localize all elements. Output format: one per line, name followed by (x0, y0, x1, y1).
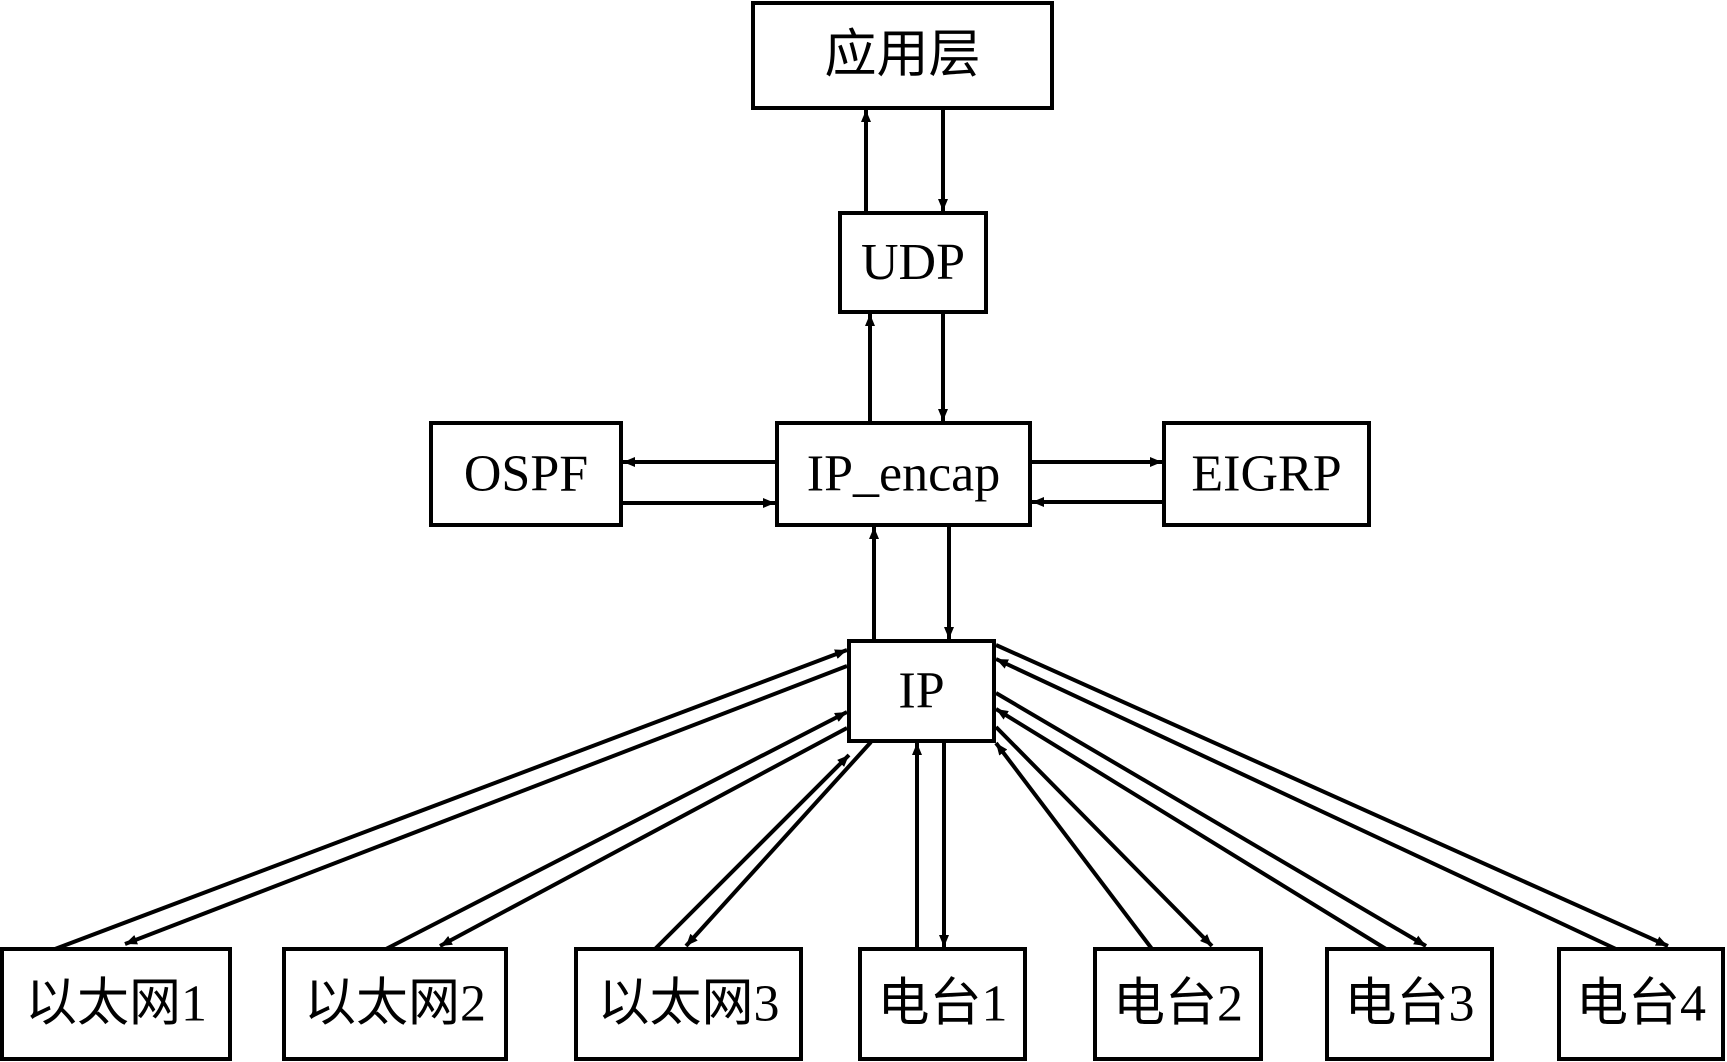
node-encap-label: IP_encap (807, 446, 1000, 503)
node-eigrp-box (1162, 421, 1371, 527)
node-radio2[interactable]: 电台2 (1093, 947, 1263, 1061)
node-radio1[interactable]: 电台1 (858, 947, 1027, 1061)
node-ospf[interactable]: OSPF (429, 421, 623, 527)
node-eth2[interactable]: 以太网2 (282, 947, 508, 1061)
node-ospf-box (429, 421, 623, 527)
edge-ip-to-radio3 (994, 691, 1428, 948)
edges (54, 110, 1669, 951)
node-radio4[interactable]: 电台4 (1557, 947, 1725, 1061)
edge-radio4-to-ip (995, 657, 1617, 951)
node-app[interactable]: 应用层 (751, 1, 1054, 110)
edge-radio3-to-ip (994, 707, 1388, 951)
node-eth1-box (0, 947, 232, 1061)
node-radio2-label: 电台2 (1113, 976, 1243, 1033)
node-encap-box (775, 421, 1032, 527)
edge-ip-to-radio2 (994, 725, 1214, 948)
node-encap[interactable]: IP_encap (775, 421, 1032, 527)
node-eth3-box (574, 947, 803, 1061)
node-ip-box (847, 639, 996, 743)
node-udp-box (838, 211, 988, 314)
node-eth1[interactable]: 以太网1 (0, 947, 232, 1061)
node-eigrp-label: EIGRP (1191, 446, 1341, 503)
node-eth2-label: 以太网2 (304, 976, 486, 1033)
node-udp-label: UDP (861, 234, 965, 291)
node-radio4-box (1557, 947, 1725, 1061)
node-ip[interactable]: IP (847, 639, 996, 743)
node-eth3[interactable]: 以太网3 (574, 947, 803, 1061)
node-ospf-label: OSPF (464, 446, 588, 503)
edge-ip-to-eth2 (439, 726, 848, 948)
edge-eth3-to-ip (653, 753, 851, 951)
edge-radio2-to-ip (994, 741, 1154, 951)
node-ip-label: IP (898, 663, 944, 720)
node-eth1-label: 以太网1 (25, 976, 207, 1033)
node-radio1-label: 电台1 (877, 976, 1007, 1033)
node-eth3-label: 以太网3 (597, 976, 779, 1033)
node-udp[interactable]: UDP (838, 211, 988, 314)
node-radio2-box (1093, 947, 1263, 1061)
node-radio4-label: 电台4 (1576, 976, 1706, 1033)
node-radio1-box (858, 947, 1027, 1061)
edge-eth1-to-ip (54, 648, 848, 951)
node-eigrp[interactable]: EIGRP (1162, 421, 1371, 527)
edge-eth2-to-ip (385, 710, 848, 951)
edge-ip-to-radio4 (995, 643, 1669, 948)
node-radio3-label: 电台3 (1344, 976, 1474, 1033)
node-eth2-box (282, 947, 508, 1061)
node-radio3-box (1325, 947, 1494, 1061)
node-app-box (751, 1, 1054, 110)
node-app-label: 应用层 (824, 27, 980, 84)
edge-ip-to-eth3 (684, 740, 873, 948)
node-radio3[interactable]: 电台3 (1325, 947, 1494, 1061)
edge-ip-to-eth1 (124, 664, 848, 946)
